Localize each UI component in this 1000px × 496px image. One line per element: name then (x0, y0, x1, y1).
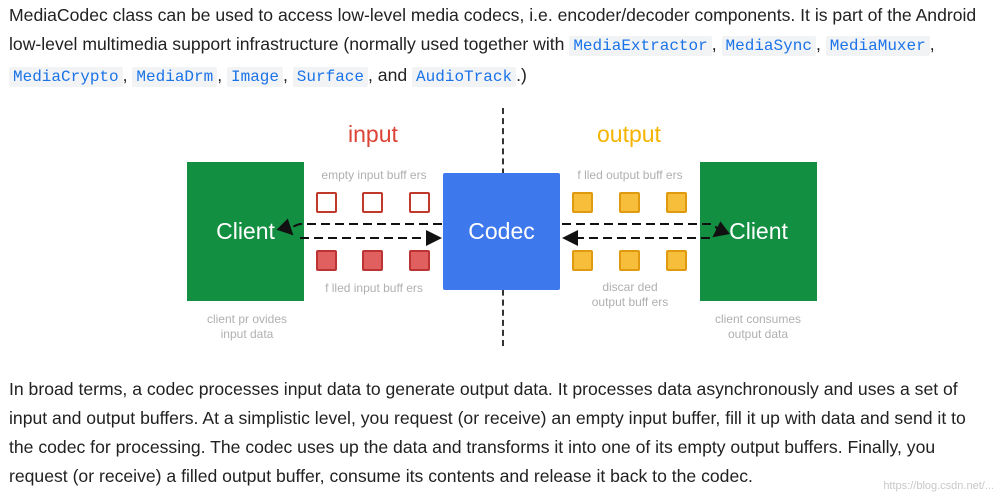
filled-output-buffer (619, 192, 640, 213)
empty-input-buffers-label: empty input buff ers (321, 168, 427, 182)
empty-input-buffer (362, 192, 383, 213)
codec-diagram: input output empty input buff ers f lled… (0, 100, 1000, 360)
watermark: https://blog.csdn.net/... (883, 480, 994, 492)
label-line: input data (220, 327, 274, 341)
label-line: client pr ovides (206, 312, 288, 326)
filled-input-buffer (409, 250, 430, 271)
link-audiotrack[interactable]: AudioTrack (412, 67, 517, 87)
filled-input-buffer (362, 250, 383, 271)
link-mediadrm[interactable]: MediaDrm (132, 67, 218, 87)
body-paragraph: In broad terms, a codec processes input … (9, 379, 966, 486)
discarded-output-buffer (619, 250, 640, 271)
label-line: output buff ers (591, 295, 669, 309)
intro-paragraph: MediaCodec class can be used to access l… (9, 1, 994, 92)
empty-input-buffer (316, 192, 337, 213)
filled-output-buffer (572, 192, 593, 213)
filled-input-buffers-label: f lled input buff ers (325, 281, 423, 295)
link-mediasync[interactable]: MediaSync (721, 36, 816, 56)
link-image[interactable]: Image (227, 67, 284, 87)
arrow-codec-to-client (276, 218, 442, 236)
flow-arrows (276, 218, 730, 246)
filled-output-buffer (666, 192, 687, 213)
codec-box: Codec (443, 173, 560, 290)
discarded-output-buffer (572, 250, 593, 271)
intro-text: MediaCodec class can be used to access l… (9, 5, 977, 54)
filled-input-buffer (316, 250, 337, 271)
link-surface[interactable]: Surface (292, 67, 369, 87)
separator: , (122, 65, 133, 85)
discarded-output-buffer (666, 250, 687, 271)
link-mediamuxer[interactable]: MediaMuxer (825, 36, 930, 56)
separator: , and (368, 65, 413, 85)
input-title: input (348, 121, 398, 147)
output-title: output (597, 121, 661, 147)
label-line: discar ded (602, 280, 658, 294)
separator: , (711, 34, 722, 54)
separator: .) (516, 65, 527, 85)
separator: , (815, 34, 826, 54)
label-line: output data (727, 327, 789, 341)
arrow-codec-to-client-right (562, 221, 730, 238)
link-mediacrypto[interactable]: MediaCrypto (9, 67, 123, 87)
link-mediaextractor[interactable]: MediaExtractor (569, 36, 712, 56)
empty-input-buffer (409, 192, 430, 213)
separator: , (217, 65, 227, 85)
filled-output-buffers-label: f lled output buff ers (577, 168, 683, 182)
separator: , (929, 34, 935, 54)
label-line: client consumes (714, 312, 802, 326)
separator: , (283, 65, 293, 85)
